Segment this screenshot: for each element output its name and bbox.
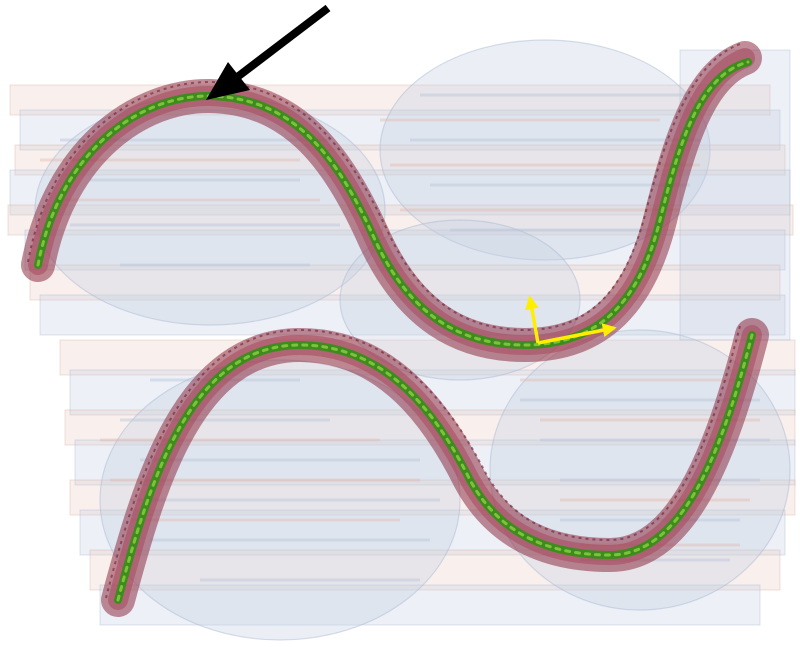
arrow-shaft xyxy=(236,8,328,78)
volume-blob xyxy=(35,95,385,325)
